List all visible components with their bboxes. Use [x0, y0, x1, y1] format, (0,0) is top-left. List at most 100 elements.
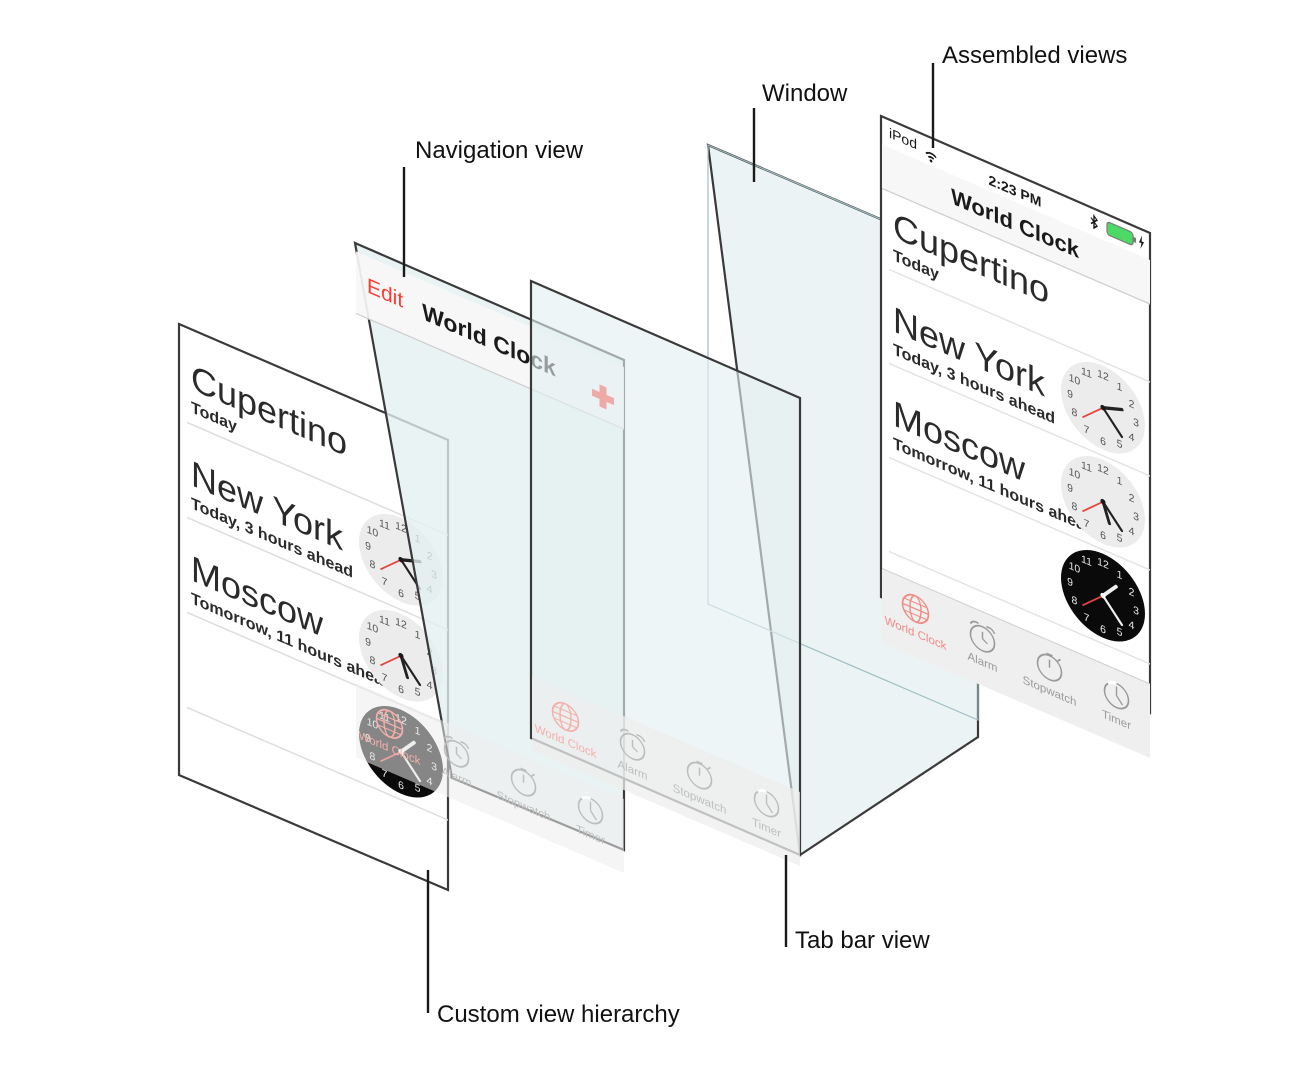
battery-icon [1106, 221, 1137, 246]
wifi-icon [925, 151, 937, 163]
clock-hour-number: 8 [369, 558, 375, 572]
clock-hour-number: 4 [427, 679, 433, 693]
clock-hour-number: 6 [1100, 623, 1106, 637]
clock-hour-number: 4 [1129, 431, 1135, 445]
clock-hour-number: 12 [395, 520, 407, 537]
clock-hour-number: 11 [379, 517, 390, 533]
clock-hand [1101, 594, 1124, 627]
clock-hour-number: 5 [1117, 626, 1123, 640]
clock-hour-number: 12 [395, 616, 407, 633]
clock-hour-number: 5 [1117, 438, 1123, 452]
timer-icon[interactable] [753, 786, 780, 820]
clock-hour-number: 9 [1067, 388, 1073, 402]
clock-hour-number: 9 [365, 540, 371, 554]
clock-hour-number: 7 [382, 767, 388, 781]
clock-hour-number: 6 [398, 587, 404, 601]
clock-hour-number: 9 [1067, 576, 1073, 590]
clock-hour-number: 12 [1097, 368, 1109, 385]
clock-hour-number: 3 [1133, 416, 1139, 430]
clock-hour-number: 10 [367, 620, 379, 637]
clock-hour-number: 5 [415, 590, 421, 604]
tab-bar-item[interactable]: Timer [1102, 677, 1131, 733]
alarm-clock-icon[interactable] [619, 728, 646, 764]
timer-icon[interactable] [1103, 678, 1130, 712]
clock-hand [1101, 406, 1124, 439]
clock-hour-number: 6 [1100, 435, 1106, 449]
globe-icon[interactable] [375, 705, 404, 742]
timer-icon[interactable] [577, 793, 604, 827]
clock-hour-number: 3 [1133, 510, 1139, 524]
clock-hour-number: 10 [367, 524, 379, 541]
clock-hour-number: 1 [1117, 380, 1123, 394]
clock-hour-number: 5 [415, 686, 421, 700]
clock-hour-number: 5 [415, 782, 421, 796]
clock-hour-number: 10 [1069, 466, 1081, 483]
clock-hour-number: 6 [398, 779, 404, 793]
clock-hour-number: 8 [1071, 406, 1077, 420]
clock-hour-number: 4 [1129, 525, 1135, 539]
clock-hour-number: 6 [398, 683, 404, 697]
clock-hour-number: 5 [1117, 532, 1123, 546]
clock-hand [1101, 500, 1124, 533]
clock-hour-number: 9 [365, 636, 371, 650]
clock-hand [399, 653, 409, 680]
alarm-clock-icon[interactable] [443, 735, 470, 771]
clock-hour-number: 4 [1129, 619, 1135, 633]
clock-hour-number: 12 [1097, 462, 1109, 479]
clock-hour-number: 2 [1129, 586, 1135, 600]
clock-hand [380, 654, 402, 666]
clock-hour-number: 2 [1129, 492, 1135, 506]
stopwatch-icon[interactable] [1036, 649, 1063, 684]
clock-hour-number: 10 [1069, 560, 1081, 577]
annotation-tab-bar-view: Tab bar view [795, 927, 930, 954]
stopwatch-icon[interactable] [510, 764, 537, 799]
clock-hour-number: 1 [415, 628, 421, 642]
clock-hand [380, 558, 402, 570]
clock-hour-number: 11 [1081, 365, 1092, 381]
clock-hour-number: 7 [382, 671, 388, 685]
clock-hour-number: 2 [1129, 398, 1135, 412]
annotation-navigation-view: Navigation view [415, 137, 584, 164]
clock-hand [399, 654, 422, 687]
clock-hand [1101, 584, 1118, 598]
lightning-bolt-icon [1139, 235, 1144, 249]
clock-hour-number: 1 [1117, 474, 1123, 488]
clock-hand [1082, 500, 1104, 512]
leader-lines [402, 63, 935, 1013]
clock-hour-number: 12 [1097, 556, 1109, 573]
clock-hour-number: 9 [1067, 482, 1073, 496]
clock-hour-number: 11 [1081, 553, 1092, 569]
clock-hour-number: 6 [1100, 529, 1106, 543]
clock-hour-number: 1 [1117, 568, 1123, 582]
clock-hand [1082, 594, 1104, 606]
clock-hour-number: 11 [1081, 459, 1092, 475]
stopwatch-icon[interactable] [686, 757, 713, 792]
clock-hour-number: 11 [379, 613, 390, 629]
annotation-window: Window [762, 80, 848, 107]
clock-hour-number: 8 [1071, 594, 1077, 608]
clock-hand [1101, 499, 1111, 526]
bluetooth-icon [1090, 213, 1098, 230]
globe-icon[interactable] [551, 698, 580, 735]
annotation-custom-view-hierarchy: Custom view hierarchy [437, 1001, 680, 1028]
clock-hour-number: 3 [1133, 604, 1139, 618]
clock-hour-number: 10 [1069, 372, 1081, 389]
clock-hour-number: 7 [1084, 423, 1090, 437]
alarm-clock-icon[interactable] [969, 620, 996, 656]
clock-hand [1101, 405, 1124, 412]
clock-hour-number: 7 [1084, 517, 1090, 531]
clock-hour-number: 7 [1084, 611, 1090, 625]
panel-assembled-views: iPod 2:23 PM [879, 114, 1152, 758]
clock-hand [1082, 406, 1104, 418]
clock-hour-number: 7 [382, 575, 388, 589]
clock-hour-number: 8 [1071, 500, 1077, 514]
globe-icon[interactable] [901, 590, 930, 627]
clock-hour-number: 8 [369, 654, 375, 668]
